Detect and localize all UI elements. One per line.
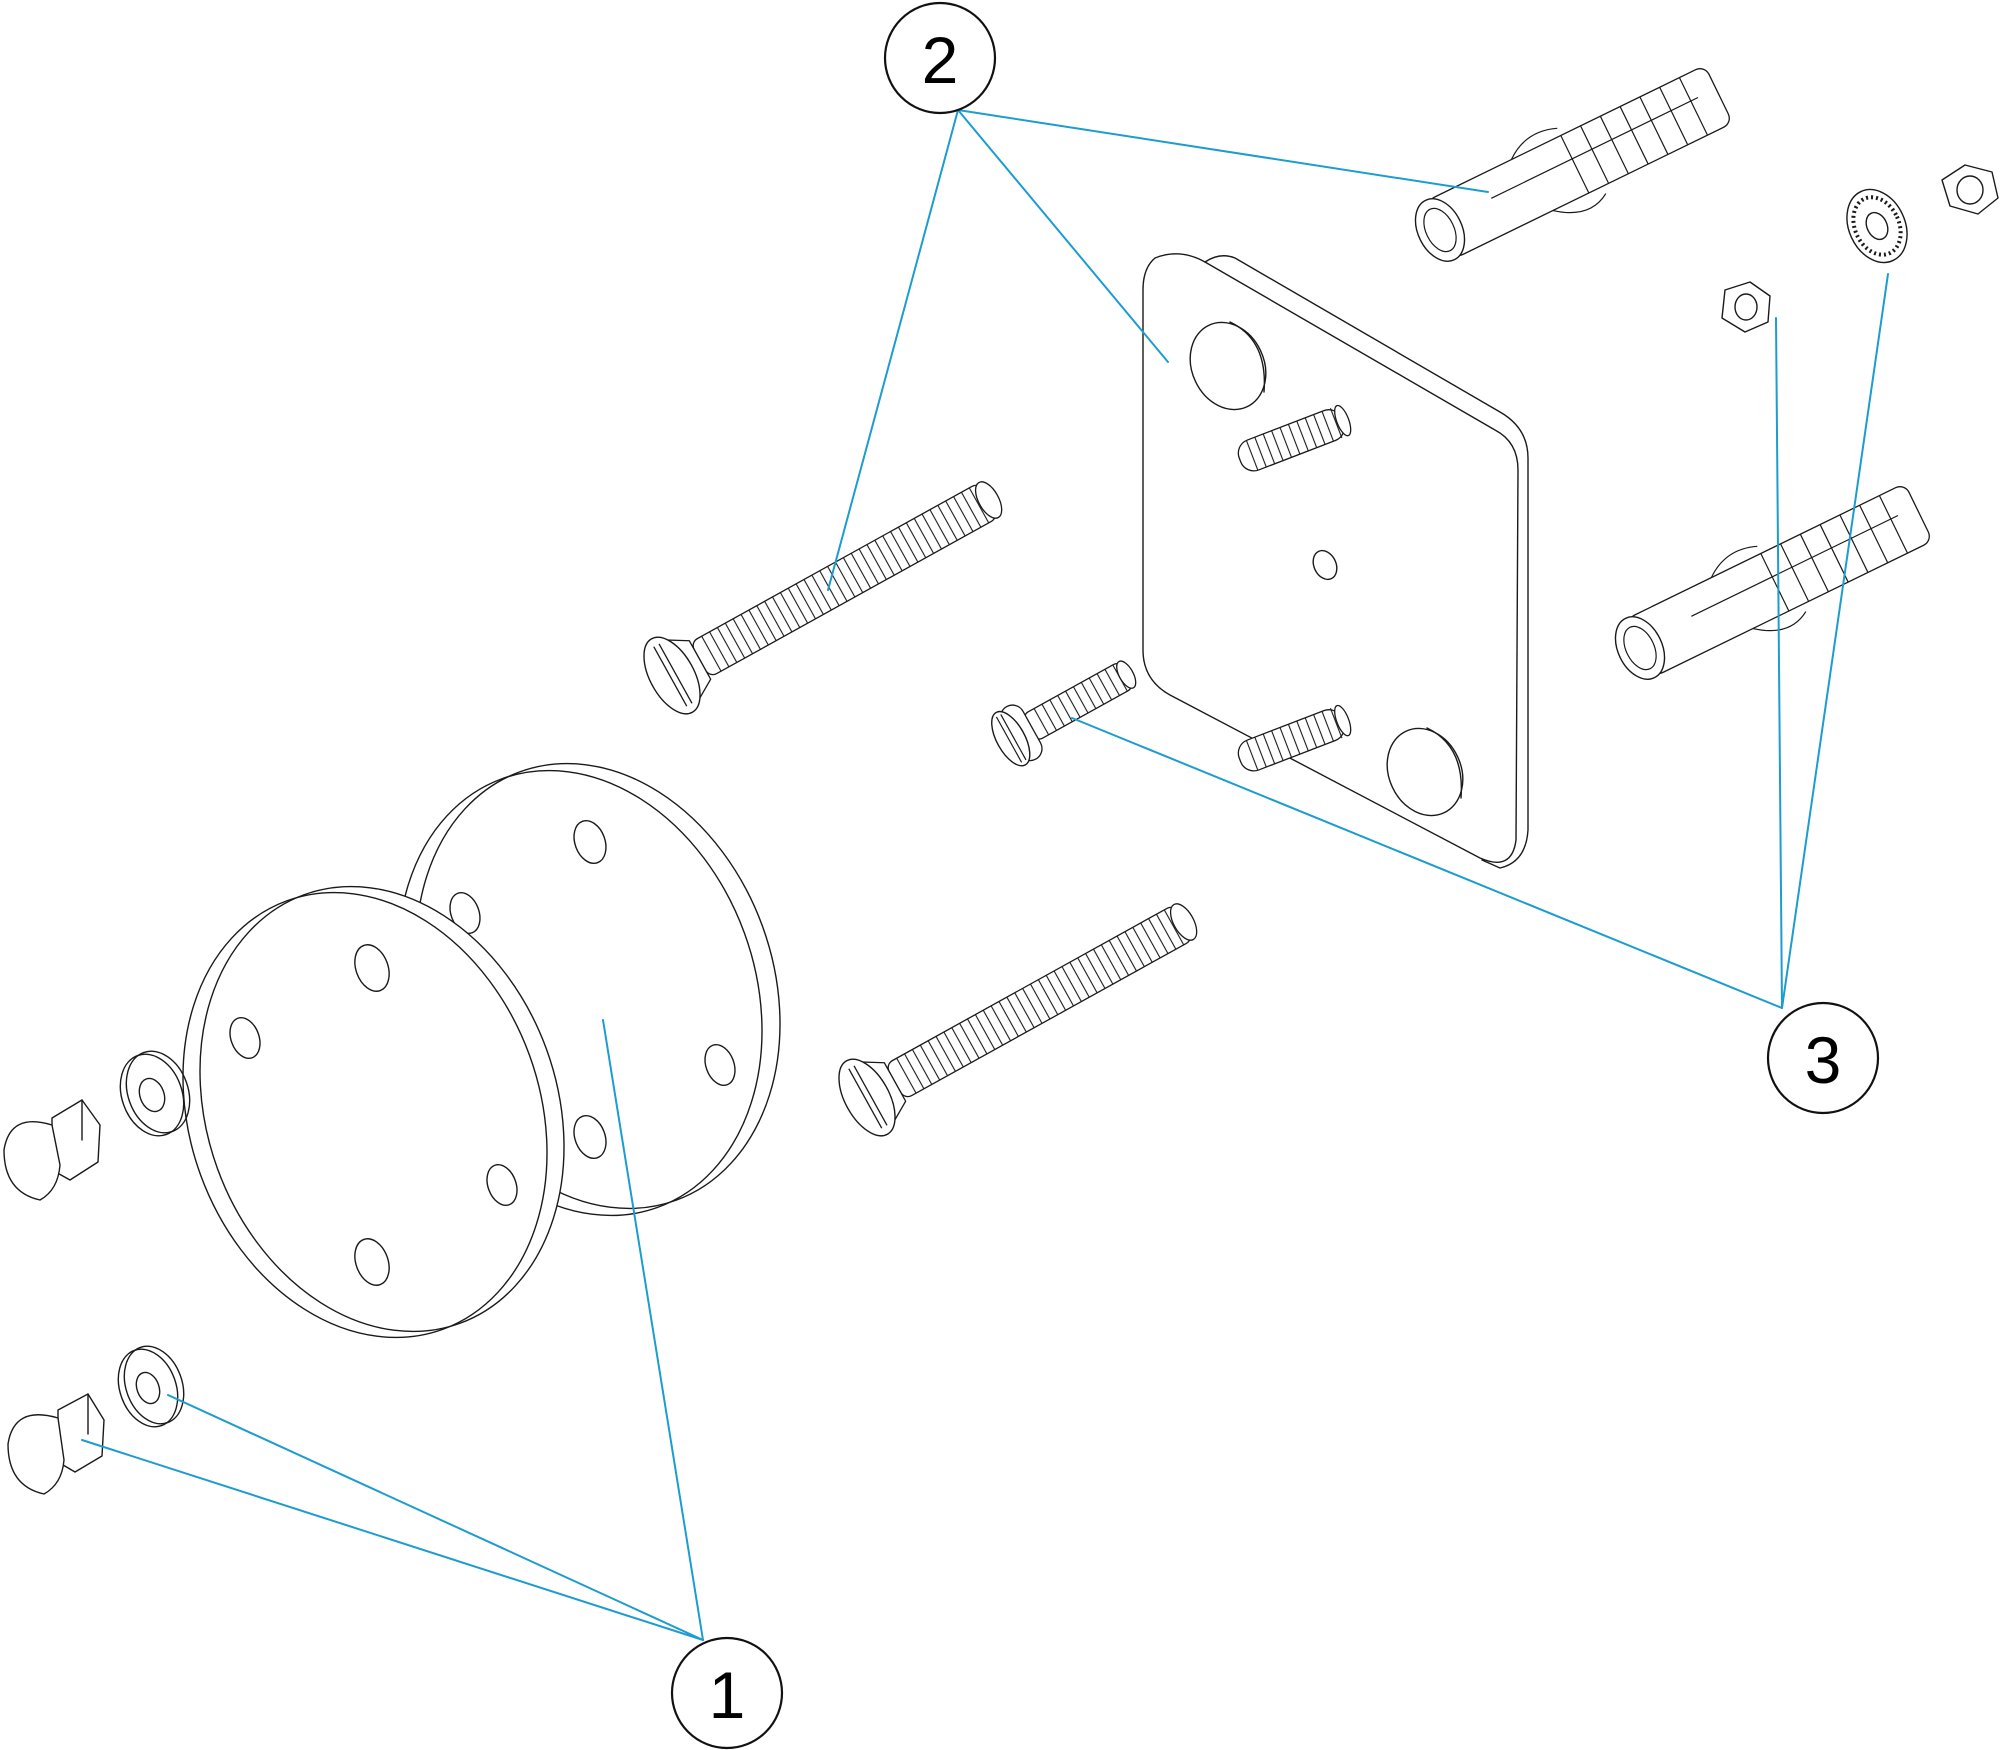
- leader-lines-callout-3: [1071, 273, 1889, 1009]
- small-screw: [991, 660, 1137, 767]
- leader-lines-callout-1: [81, 1019, 704, 1641]
- callout-3-label: 3: [1805, 1023, 1842, 1097]
- callout-3: 3: [1766, 1001, 1880, 1115]
- flat-washer-lower: [117, 1345, 185, 1428]
- round-flange-front: [182, 885, 565, 1339]
- callout-1-label: 1: [709, 1658, 746, 1732]
- callout-2: 2: [883, 1, 997, 115]
- plate-hole-bottom: [1386, 727, 1464, 817]
- hex-nut-small-right: [1941, 164, 1999, 215]
- plate-hole-top: [1189, 321, 1267, 411]
- acorn-nut-lower: [7, 1393, 105, 1495]
- wall-plug-upper: [1414, 68, 1730, 262]
- long-screw-upper: [643, 481, 1003, 715]
- plate-stud-lower: [1237, 704, 1352, 773]
- hex-nut-small-upper: [1721, 281, 1771, 333]
- serrated-lock-washer: [1846, 188, 1908, 264]
- long-screw-lower: [838, 903, 1198, 1137]
- plate-center-hole: [1312, 549, 1338, 581]
- square-mounting-plate: [1142, 253, 1529, 869]
- leader-lines-callout-2: [827, 109, 1489, 591]
- callout-2-label: 2: [922, 23, 959, 97]
- acorn-nut-upper: [3, 1099, 101, 1201]
- plate-stud-upper: [1237, 404, 1352, 473]
- callout-1: 1: [670, 1636, 784, 1750]
- flat-washer-upper: [119, 1050, 191, 1137]
- wall-plug-lower: [1614, 486, 1930, 680]
